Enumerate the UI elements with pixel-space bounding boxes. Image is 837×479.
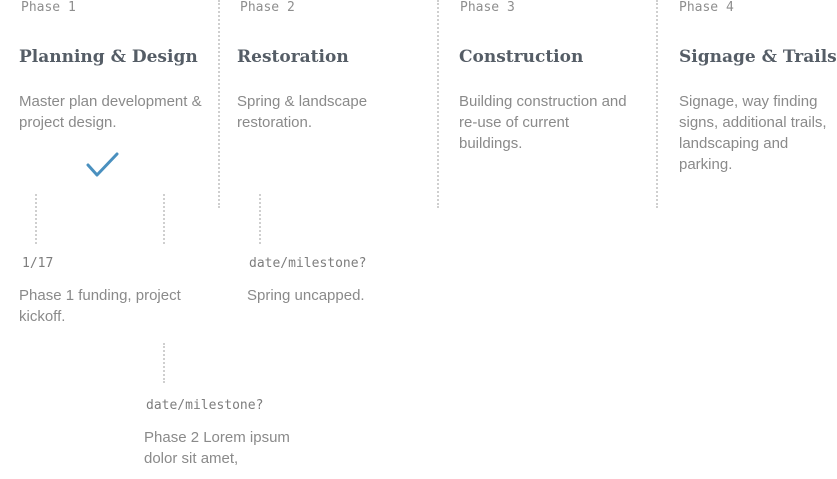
milestone-connector-3-upper xyxy=(163,194,165,244)
milestone-date: date/milestone? xyxy=(146,398,264,413)
phase-description: Building construction and re-use of curr… xyxy=(459,93,627,152)
milestone-date: date/milestone? xyxy=(249,256,367,271)
phase-label: Phase 3 xyxy=(460,0,515,15)
phase-title: Planning & Design xyxy=(19,47,198,67)
phase-label: Phase 2 xyxy=(240,0,295,15)
phase-title: Construction xyxy=(459,47,584,67)
phase-description: Master plan development & project design… xyxy=(19,93,202,131)
milestone-description: Phase 2 Lorem ipsum dolor sit amet, xyxy=(144,429,290,467)
check-icon xyxy=(86,152,119,177)
milestone-date: 1/17 xyxy=(22,256,54,271)
phase-description: Spring & landscape restoration. xyxy=(237,93,368,131)
milestone-connector-1 xyxy=(35,194,37,244)
phase-divider-2 xyxy=(437,0,439,208)
phase-label: Phase 4 xyxy=(679,0,734,15)
phase-divider-1 xyxy=(218,0,220,208)
milestone-description: Spring uncapped. xyxy=(247,287,365,304)
phase-label: Phase 1 xyxy=(21,0,76,15)
phase-description: Signage, way finding signs, additional t… xyxy=(679,93,827,173)
milestone-description: Phase 1 funding, project kickoff. xyxy=(19,287,181,325)
phase-divider-3 xyxy=(656,0,658,208)
phase-title: Restoration xyxy=(237,47,349,67)
phase-title: Signage & Trails xyxy=(679,47,837,67)
milestone-connector-2 xyxy=(259,194,261,244)
milestone-connector-3-lower xyxy=(163,343,165,383)
